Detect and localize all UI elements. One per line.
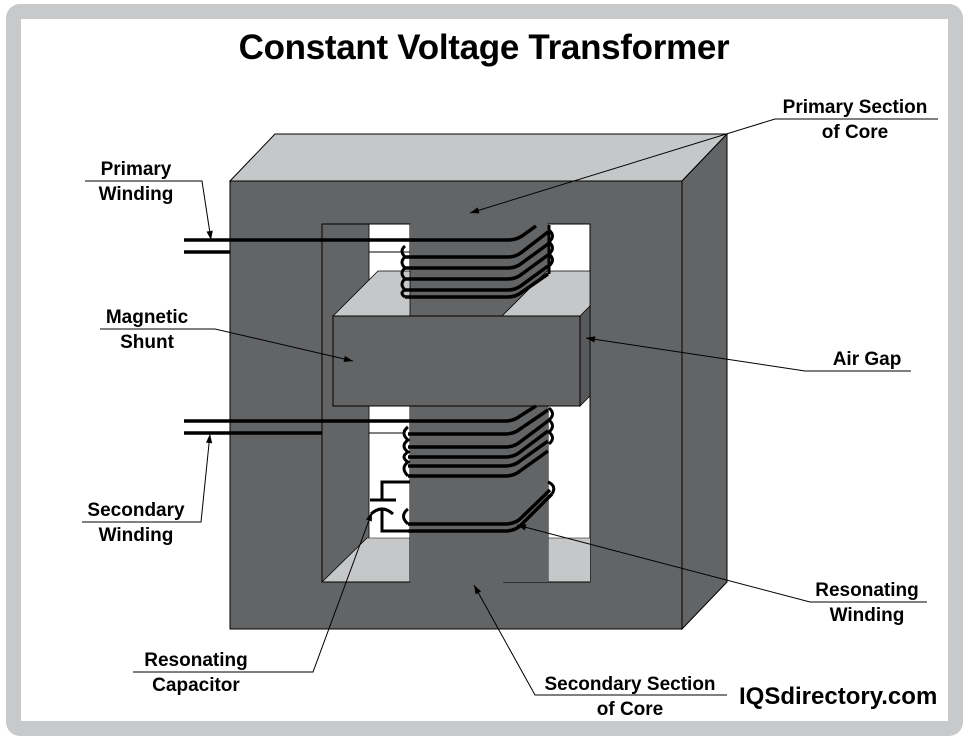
- label-magnetic-shunt: Magnetic Shunt: [105, 307, 189, 353]
- magnetic-shunt: [332, 270, 591, 407]
- core-top-face: [228, 133, 729, 182]
- brand-watermark: IQSdirectory.com: [739, 683, 938, 710]
- label-primary-winding: Primary Winding: [98, 159, 174, 205]
- leader-secondary-winding: [82, 433, 213, 523]
- left-window-floor: [322, 538, 410, 582]
- leader-lines: [82, 118, 938, 696]
- primary-winding: [184, 224, 554, 299]
- label-secondary-winding: Secondary Winding: [87, 500, 185, 546]
- leader-air-gap: [585, 336, 911, 372]
- label-resonating-capacitor: Resonating Capacitor: [144, 650, 248, 696]
- diagram-title: Constant Voltage Transformer: [238, 28, 730, 67]
- leader-resonating-capacitor: [133, 511, 373, 673]
- leader-secondary-section: [473, 584, 727, 696]
- leader-primary-winding: [85, 180, 213, 241]
- label-secondary-section: Secondary Section of Core: [544, 674, 716, 720]
- leader-resonating-winding: [516, 524, 927, 603]
- secondary-winding: [184, 404, 554, 478]
- label-primary-section: Primary Section of Core: [782, 97, 928, 143]
- leader-magnetic-shunt: [100, 328, 354, 363]
- leader-primary-section: [469, 118, 938, 214]
- resonating-capacitor: [369, 480, 410, 533]
- core-side-face: [681, 132, 728, 631]
- label-resonating-winding: Resonating Winding: [815, 580, 919, 626]
- label-air-gap: Air Gap: [832, 349, 902, 370]
